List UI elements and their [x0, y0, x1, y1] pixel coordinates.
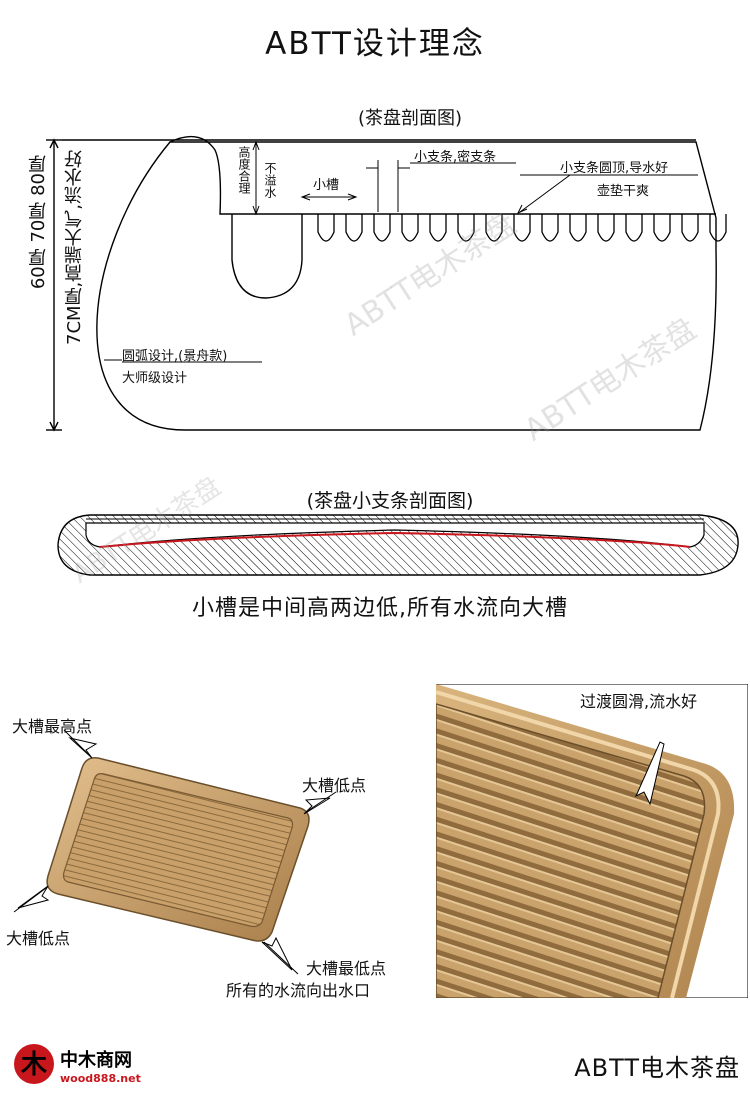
small-groove: [345, 214, 363, 242]
small-groove: [681, 214, 699, 242]
small-groove: [457, 214, 475, 242]
small-groove: [373, 214, 391, 242]
tray-render: [13, 729, 337, 975]
small-groove: [401, 214, 419, 242]
highest-point-label: 大槽最高点: [12, 717, 93, 736]
cross-section-heading: (茶盘剖面图): [357, 108, 463, 129]
height-note: 高度合理: [237, 146, 251, 194]
closeup-note: 过渡圆滑,流水好: [580, 692, 698, 711]
footer-brand: ABTT电木茶盘: [574, 1054, 740, 1082]
cross-section-diagram: [46, 135, 727, 432]
small-groove-label: 小槽: [313, 178, 340, 193]
outlet-label: 所有的水流向出水口: [226, 981, 371, 1000]
small-groove: [569, 214, 587, 242]
thickness-options: 60厚 70厚 80厚: [28, 155, 49, 290]
small-groove: [485, 214, 503, 242]
rib-label: 小支条,密支条: [414, 150, 497, 165]
small-groove: [541, 214, 559, 242]
small-groove: [653, 214, 671, 242]
rib-top-note: 小支条圆顶,导水好: [560, 161, 669, 176]
logo-icon: 木: [14, 1044, 54, 1084]
low-point-right-label: 大槽低点: [302, 776, 367, 795]
small-groove: [513, 214, 531, 242]
rib-note: 小槽是中间高两边低,所有水流向大槽: [192, 596, 568, 621]
small-groove: [709, 214, 727, 242]
no-overflow-note: 不溢水: [263, 162, 277, 198]
logo-name: 中木商网: [60, 1050, 132, 1071]
low-point-left-label: 大槽低点: [6, 929, 71, 948]
master-design-note: 大师级设计: [122, 371, 188, 386]
rib-section-diagram: [57, 514, 739, 576]
small-groove: [429, 214, 447, 242]
thickness-tagline: 7CM厚,高端大气,流水好: [64, 150, 85, 345]
small-groove: [317, 214, 335, 242]
logo-url: wood888.net: [60, 1072, 141, 1085]
small-groove: [625, 214, 643, 242]
svg-text:木: 木: [20, 1050, 47, 1080]
closeup-render: [436, 684, 748, 998]
arc-design-note: 圆弧设计,(景舟款): [122, 349, 228, 364]
page-title: ABTT设计理念: [265, 26, 485, 62]
small-groove: [597, 214, 615, 242]
pot-dry-note: 壶垫干爽: [597, 184, 650, 199]
rib-section-heading: (茶盘小支条剖面图): [306, 490, 474, 512]
lowest-point-label: 大槽最低点: [306, 959, 387, 978]
